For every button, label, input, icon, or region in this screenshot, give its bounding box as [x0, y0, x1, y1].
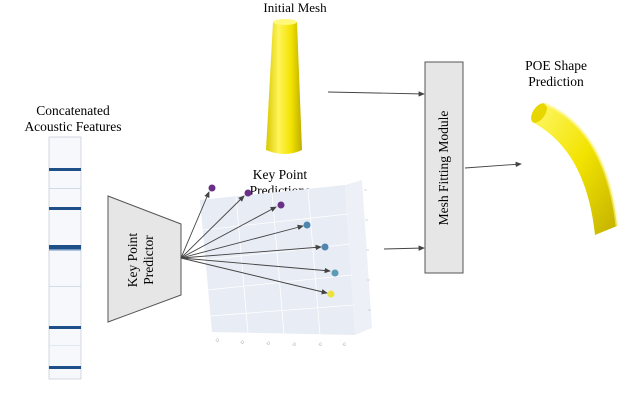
keypoint-4: [303, 221, 311, 229]
keypoint-3: [277, 201, 285, 209]
fitting-input-arrows: [327, 91, 522, 251]
predictor-label-line2: Predictor: [141, 235, 156, 285]
poe-shape-mesh: [531, 102, 619, 235]
svg-text:·0: ·0: [292, 342, 296, 347]
keypoint-markers: [208, 184, 339, 298]
acoustic-features-title-line1: Concatenated: [36, 103, 110, 118]
acoustic-features-title-line2: Acoustic Features: [24, 118, 122, 134]
mesh-fitting-module: Mesh Fitting Module: [424, 61, 464, 274]
keypoint-1: [208, 184, 216, 192]
mesh-fitting-label: Mesh Fitting Module: [436, 111, 451, 226]
predictor-label-line1: Key Point: [125, 233, 140, 288]
keypoint-5: [321, 243, 329, 251]
svg-text:·0: ·0: [215, 338, 219, 343]
keypoint-7: [327, 290, 335, 298]
initial-mesh-title: Initial Mesh: [263, 0, 327, 15]
svg-text:·0: ·0: [240, 340, 244, 345]
poe-shape-title-line2: Prediction: [528, 73, 584, 89]
key-point-predictions-title-line1: Key Point: [252, 167, 308, 182]
initial-mesh-cone: [266, 19, 302, 154]
predictor-arrows: [180, 191, 331, 295]
svg-text:·0: ·0: [342, 342, 346, 347]
keypoint-3d-plot: ·0 ·0 ·0 ·0 ·0 ·0: [200, 180, 372, 347]
svg-text:·0: ·0: [266, 341, 270, 346]
key-point-predictor-block: Key Point Predictor: [107, 195, 182, 323]
keypoint-6: [331, 269, 339, 277]
svg-text:·0: ·0: [318, 342, 322, 347]
poe-shape-title-line1: POE Shape: [525, 58, 587, 73]
acoustic-features-title: Concatenated Acoustic Features: [8, 103, 138, 134]
keypoint-2: [244, 189, 252, 197]
poe-shape-title: POE Shape Prediction: [516, 58, 596, 89]
acoustic-feature-strip: [48, 136, 82, 380]
